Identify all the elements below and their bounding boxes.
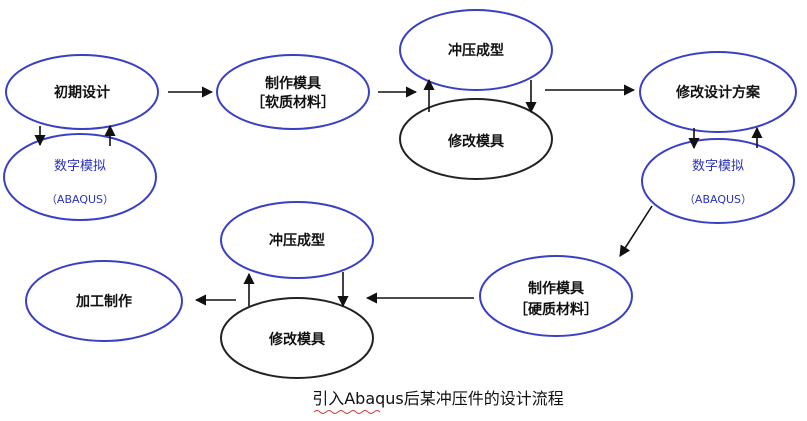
label-modify-2: 修改模具 bbox=[268, 331, 325, 348]
node-revise-plan bbox=[639, 51, 797, 133]
caption-underline bbox=[313, 410, 381, 414]
label-manufacture: 加工制作 bbox=[75, 293, 132, 310]
label-stamping-1: 冲压成型 bbox=[448, 42, 504, 59]
node-soft-tool bbox=[216, 54, 370, 130]
node-modify-2 bbox=[220, 297, 374, 379]
label-revise-plan: 修改设计方案 bbox=[675, 84, 761, 101]
node-sim-2 bbox=[641, 138, 795, 224]
arrow-sim2-to-hardtool bbox=[619, 205, 653, 257]
label-sim-2-line1: 数字模拟 bbox=[692, 159, 744, 174]
label-modify-1: 修改模具 bbox=[447, 133, 504, 150]
label-sim-1-line1: 数字模拟 bbox=[54, 159, 106, 174]
label-hard-tool-line2: ［硬质材料］ bbox=[514, 301, 598, 318]
diagram-caption: 引入Abaqus后某冲压件的设计流程 bbox=[312, 389, 564, 408]
node-stamping-2 bbox=[220, 201, 374, 279]
node-stamping-1 bbox=[399, 9, 553, 91]
label-sim-2-line2: （ABAQUS） bbox=[684, 193, 752, 206]
node-sim-1 bbox=[3, 133, 157, 221]
label-soft-tool-line1: 制作模具 bbox=[265, 75, 321, 92]
node-manufacture bbox=[25, 260, 183, 342]
label-hard-tool-line1: 制作模具 bbox=[528, 280, 584, 297]
label-sim-1-line2: （ABAQUS） bbox=[46, 193, 114, 206]
label-stamping-2: 冲压成型 bbox=[269, 232, 325, 249]
label-initial-design: 初期设计 bbox=[54, 84, 110, 101]
node-hard-tool bbox=[479, 255, 633, 337]
node-initial-design bbox=[5, 54, 159, 130]
node-modify-1 bbox=[399, 98, 553, 180]
label-soft-tool-line2: ［软质材料］ bbox=[251, 94, 335, 111]
